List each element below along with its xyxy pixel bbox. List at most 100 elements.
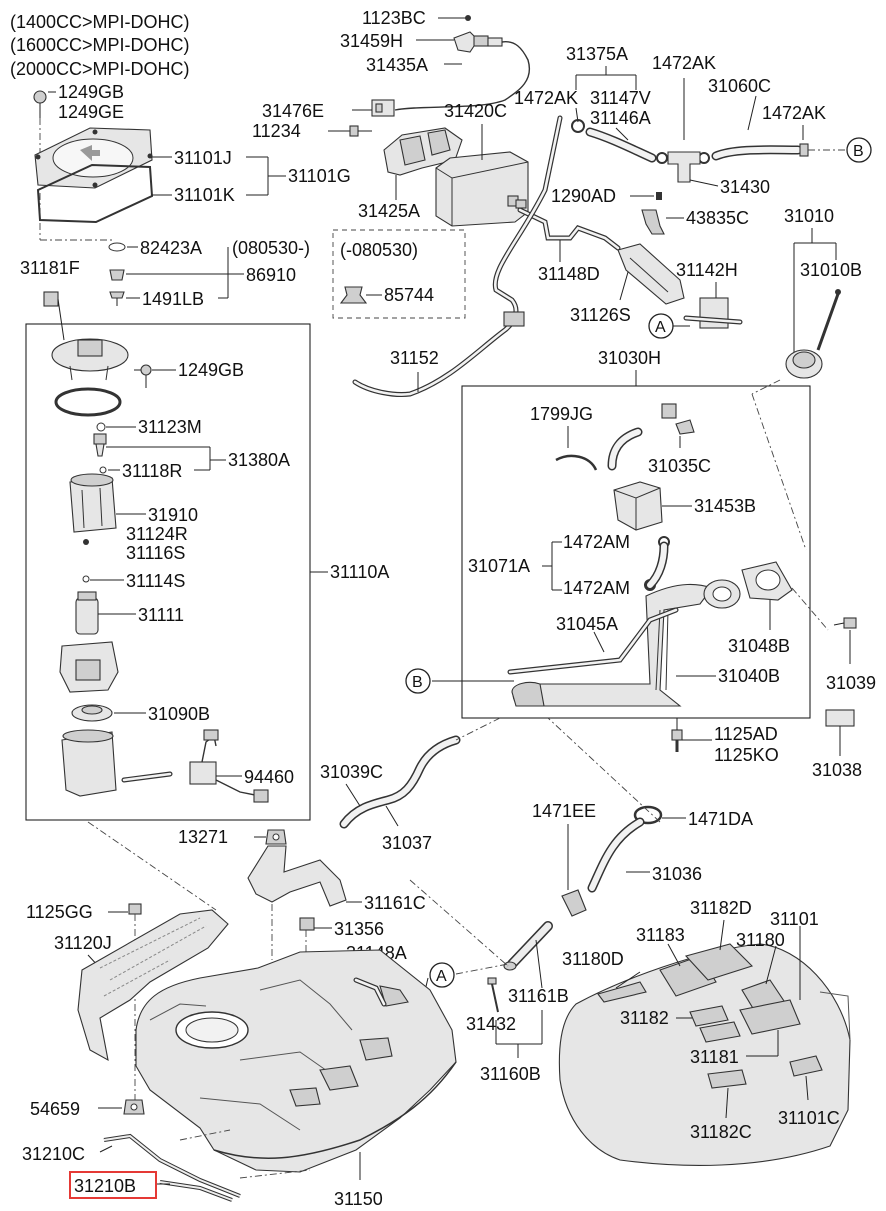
label-31148d[interactable]: 31148D bbox=[538, 264, 600, 284]
label-31183[interactable]: 31183 bbox=[636, 925, 685, 945]
label-31150[interactable]: 31150 bbox=[334, 1189, 383, 1209]
label-1472am-a[interactable]: 1472AM bbox=[563, 532, 630, 552]
label-1290ad[interactable]: 1290AD bbox=[551, 186, 616, 206]
label-11234[interactable]: 11234 bbox=[252, 121, 301, 141]
label-31037[interactable]: 31037 bbox=[382, 833, 432, 853]
label-1472ak-b[interactable]: 1472AK bbox=[652, 53, 716, 73]
label-82423a[interactable]: 82423A bbox=[140, 238, 202, 258]
label-31160b[interactable]: 31160B bbox=[480, 1064, 541, 1084]
separator-31453b bbox=[613, 481, 663, 531]
clamp-1471ee bbox=[561, 889, 587, 917]
gasket-31101k bbox=[36, 163, 154, 224]
label-31380a[interactable]: 31380A bbox=[228, 450, 290, 470]
label-31181f[interactable]: 31181F bbox=[20, 258, 80, 278]
label-31910[interactable]: 31910 bbox=[148, 505, 198, 525]
label-31101k[interactable]: 31101K bbox=[174, 185, 235, 205]
label-31375a[interactable]: 31375A bbox=[566, 44, 628, 64]
label-31045a[interactable]: 31045A bbox=[556, 614, 618, 634]
label-31124r[interactable]: 31124R bbox=[126, 524, 188, 544]
clamp-1472ak-c bbox=[799, 143, 809, 157]
label-31182c[interactable]: 31182C bbox=[690, 1122, 752, 1142]
label-31101c[interactable]: 31101C bbox=[778, 1108, 840, 1128]
label-1249gb-top[interactable]: 1249GB bbox=[58, 82, 124, 102]
label-31435a[interactable]: 31435A bbox=[366, 55, 428, 75]
date-note-after: (080530-) bbox=[232, 238, 310, 258]
label-54659[interactable]: 54659 bbox=[30, 1099, 80, 1119]
label-31038[interactable]: 31038 bbox=[812, 760, 862, 780]
label-31180[interactable]: 31180 bbox=[736, 930, 785, 950]
label-1472ak-a[interactable]: 1472AK bbox=[514, 88, 578, 108]
label-31210b[interactable]: 31210B bbox=[74, 1176, 136, 1196]
label-31182d[interactable]: 31182D bbox=[690, 898, 752, 918]
label-43835c[interactable]: 43835C bbox=[686, 208, 749, 228]
label-1249gb-mid[interactable]: 1249GB bbox=[178, 360, 244, 380]
label-31090b[interactable]: 31090B bbox=[148, 704, 210, 724]
label-31181[interactable]: 31181 bbox=[690, 1047, 739, 1067]
label-31420c[interactable]: 31420C bbox=[444, 101, 507, 121]
label-31010[interactable]: 31010 bbox=[784, 206, 834, 226]
label-31182[interactable]: 31182 bbox=[620, 1008, 669, 1028]
label-94460[interactable]: 94460 bbox=[244, 767, 294, 787]
label-31453b[interactable]: 31453B bbox=[694, 496, 756, 516]
hose-31060c bbox=[711, 145, 803, 161]
label-31152[interactable]: 31152 bbox=[390, 348, 439, 368]
label-31039c[interactable]: 31039C bbox=[320, 762, 383, 782]
label-85744[interactable]: 85744 bbox=[384, 285, 434, 305]
label-1799jg[interactable]: 1799JG bbox=[530, 404, 593, 424]
label-1125ad[interactable]: 1125AD bbox=[714, 724, 778, 744]
label-31110a[interactable]: 31110A bbox=[330, 562, 389, 582]
label-31180d[interactable]: 31180D bbox=[562, 949, 624, 969]
label-31060c[interactable]: 31060C bbox=[708, 76, 771, 96]
label-31356[interactable]: 31356 bbox=[334, 919, 384, 939]
label-31101[interactable]: 31101 bbox=[770, 909, 819, 929]
canister-31420c bbox=[435, 151, 529, 227]
label-31147v[interactable]: 31147V bbox=[590, 88, 651, 108]
label-31111[interactable]: 31111 bbox=[138, 605, 184, 625]
label-31432[interactable]: 31432 bbox=[466, 1014, 516, 1034]
label-31146a[interactable]: 31146A bbox=[590, 108, 651, 128]
label-31101g[interactable]: 31101G bbox=[288, 166, 351, 186]
label-31048b[interactable]: 31048B bbox=[728, 636, 790, 656]
label-31459h[interactable]: 31459H bbox=[340, 31, 403, 51]
label-31036[interactable]: 31036 bbox=[652, 864, 702, 884]
label-31035c[interactable]: 31035C bbox=[648, 456, 711, 476]
label-1491lb[interactable]: 1491LB bbox=[142, 289, 204, 309]
clip-85744 bbox=[339, 286, 368, 304]
label-1125gg[interactable]: 1125GG bbox=[26, 902, 93, 922]
label-31476e[interactable]: 31476E bbox=[262, 101, 324, 121]
clip-86910 bbox=[109, 269, 125, 281]
label-1472am-b[interactable]: 1472AM bbox=[563, 578, 630, 598]
label-31039[interactable]: 31039 bbox=[826, 673, 876, 693]
label-31071a[interactable]: 31071A bbox=[468, 556, 530, 576]
label-31114s[interactable]: 31114S bbox=[126, 571, 185, 591]
label-31126s[interactable]: 31126S bbox=[570, 305, 631, 325]
filler-neck-31040b bbox=[511, 579, 741, 707]
filter-31910 bbox=[69, 473, 117, 533]
screw-1249gb-top bbox=[33, 90, 47, 118]
label-31425a[interactable]: 31425A bbox=[358, 201, 420, 221]
label-31010b[interactable]: 31010B bbox=[800, 260, 862, 280]
label-31040b[interactable]: 31040B bbox=[718, 666, 780, 686]
label-1249ge[interactable]: 1249GE bbox=[58, 102, 124, 122]
label-1123bc[interactable]: 1123BC bbox=[362, 8, 426, 28]
pad-31182d bbox=[684, 943, 754, 981]
label-31161c[interactable]: 31161C bbox=[364, 893, 426, 913]
label-31118r[interactable]: 31118R bbox=[122, 461, 182, 481]
label-31210c[interactable]: 31210C bbox=[22, 1144, 85, 1164]
label-1472ak-c[interactable]: 1472AK bbox=[762, 103, 826, 123]
label-31430[interactable]: 31430 bbox=[720, 177, 770, 197]
label-31116s[interactable]: 31116S bbox=[126, 543, 185, 563]
label-31120j[interactable]: 31120J bbox=[54, 933, 112, 953]
label-31123m[interactable]: 31123M bbox=[138, 417, 202, 437]
label-86910[interactable]: 86910 bbox=[246, 265, 296, 285]
label-13271[interactable]: 13271 bbox=[178, 827, 228, 847]
label-31161b[interactable]: 31161B bbox=[508, 986, 569, 1006]
label-1125ko[interactable]: 1125KO bbox=[714, 745, 779, 765]
label-31101j[interactable]: 31101J bbox=[174, 148, 232, 168]
pump-31111 bbox=[75, 591, 99, 635]
label-31030h[interactable]: 31030H bbox=[598, 348, 661, 368]
label-31142h[interactable]: 31142H bbox=[676, 260, 738, 280]
label-1471ee[interactable]: 1471EE bbox=[532, 801, 596, 821]
label-1471da[interactable]: 1471DA bbox=[688, 809, 753, 829]
